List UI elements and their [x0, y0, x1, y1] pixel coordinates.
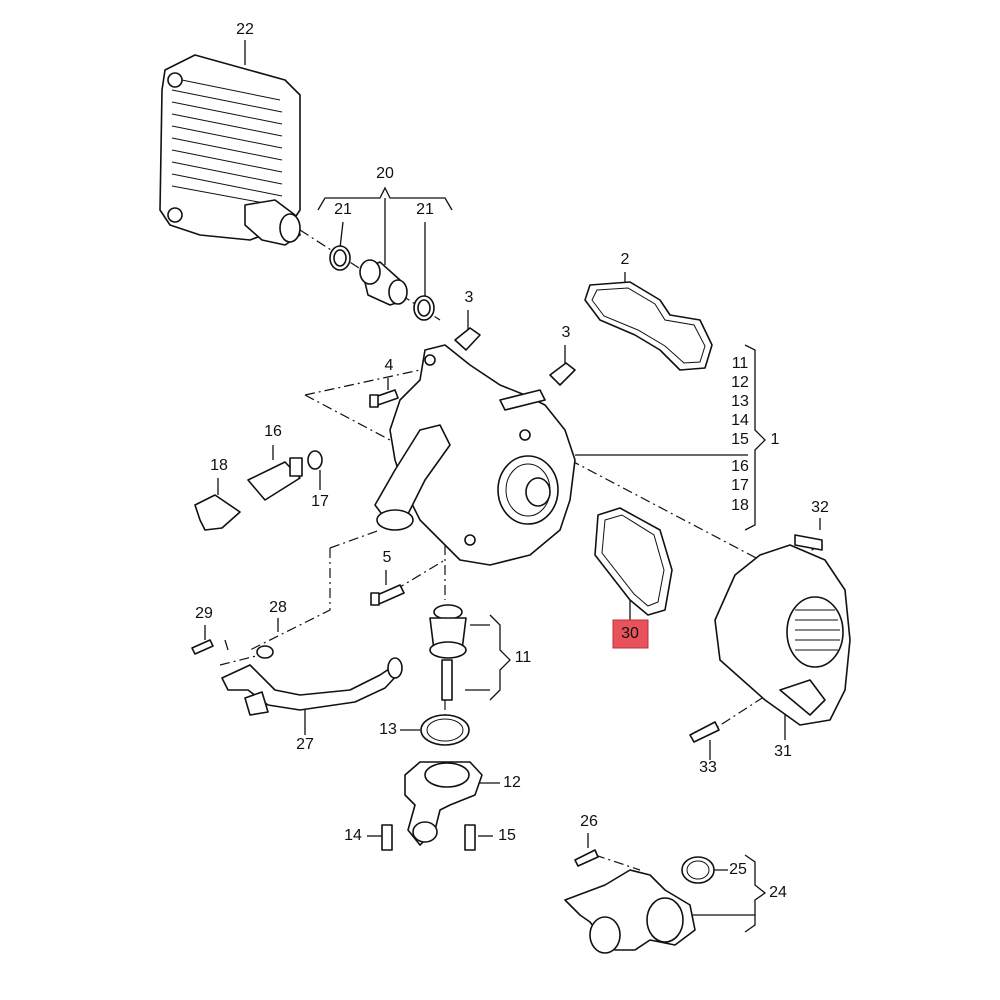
callout-1: 1: [771, 431, 780, 448]
callout-18b: 18: [731, 497, 749, 514]
thermostat-part: [420, 604, 470, 746]
callout-2: 2: [621, 251, 630, 268]
callout-13a: 13: [731, 393, 749, 410]
callout-18a: 18: [210, 457, 228, 474]
callout-3a: 3: [465, 289, 474, 306]
gasket-part: [584, 281, 713, 371]
callout-15b: 15: [498, 827, 516, 844]
oil-cooler-part: [159, 54, 301, 246]
drive-belt-part: [594, 507, 673, 616]
callout-29: 29: [195, 605, 213, 622]
highlight-box: [612, 619, 649, 649]
callout-17b: 17: [731, 477, 749, 494]
callout-22: 22: [236, 21, 254, 38]
bolt-part: [191, 389, 823, 867]
callout-12b: 12: [503, 774, 521, 791]
coolant-flange-part: [564, 856, 715, 954]
temperature-sender-part: [194, 450, 323, 531]
connector-part: [329, 245, 435, 321]
callout-25: 25: [729, 861, 747, 878]
callout-11b: 11: [515, 649, 532, 666]
callout-32: 32: [811, 499, 829, 516]
callout-21b: 21: [416, 201, 434, 218]
callout-28: 28: [269, 599, 287, 616]
callout-12a: 12: [731, 374, 749, 391]
callout-14b: 14: [344, 827, 362, 844]
callout-16b: 16: [731, 458, 749, 475]
callout-4: 4: [385, 357, 394, 374]
callout-13b: 13: [379, 721, 397, 738]
callout-20: 20: [376, 165, 394, 182]
callout-15a: 15: [731, 431, 749, 448]
callout-24: 24: [769, 884, 787, 901]
callout-27: 27: [296, 736, 314, 753]
callout-labels: 22 20 21 21 2 3 3 4 16 17 18 5 11 12 13 …: [195, 21, 829, 901]
callout-16a: 16: [264, 423, 282, 440]
callout-3b: 3: [562, 324, 571, 341]
dowel-pin-part: [454, 327, 576, 386]
coolant-pipe-part: [221, 645, 403, 716]
callout-14a: 14: [731, 412, 749, 429]
callout-5: 5: [383, 549, 392, 566]
callout-21a: 21: [334, 201, 352, 218]
leader-lines: [204, 40, 821, 933]
callout-30: 30: [621, 625, 639, 642]
thermostat-housing-part: [404, 761, 483, 846]
callout-26: 26: [580, 813, 598, 830]
callout-31: 31: [774, 743, 792, 760]
water-pump-housing-part: [374, 344, 576, 566]
callout-17a: 17: [311, 493, 329, 510]
pump-cover-part: [714, 544, 851, 726]
callout-11a: 11: [732, 355, 749, 372]
callout-33: 33: [699, 759, 717, 776]
